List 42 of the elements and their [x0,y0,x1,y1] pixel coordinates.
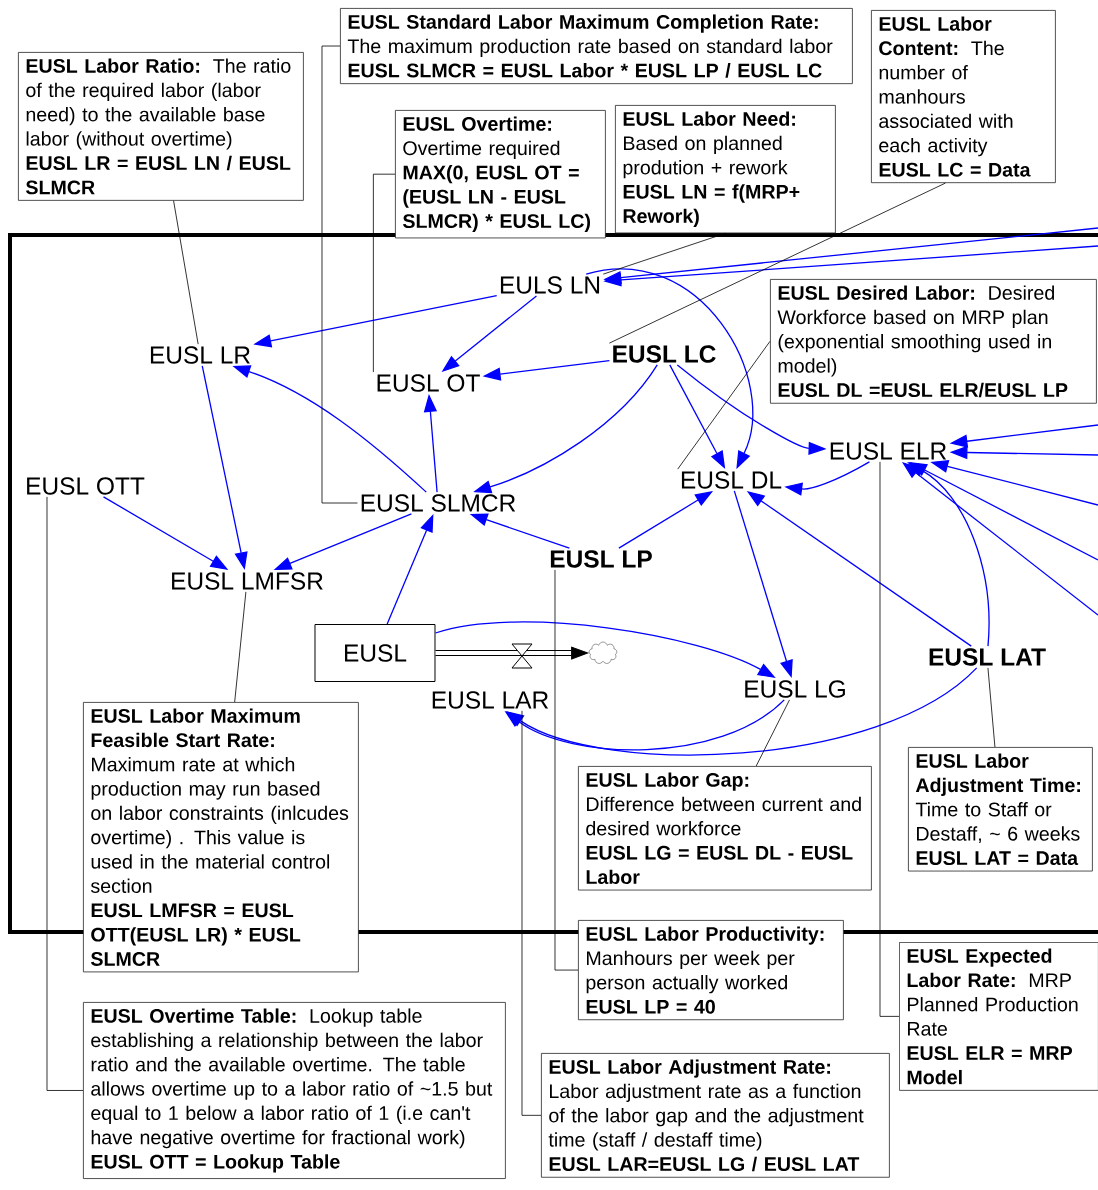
leader-line [173,200,199,345]
leader-line [46,496,84,1091]
annotation-box: EUSL Labor Ratio: The ratio of the required labor (labor need) to the available base labor (without overtime) EUSL LR = EUSL LN / EUSL SLMCR [18,52,304,201]
flow-pipe [435,646,589,660]
cloud-symbol [588,641,618,664]
variable-label: EUSL LC [613,345,716,363]
annotation-box: EUSL Overtime: Overtime required MAX(0, EUSL OT = (EUSL LN - EUSL SLMCR) * EUSL LC) [395,110,606,239]
variable-label: EUSL OT [377,374,480,392]
leader-line [234,591,247,703]
variable-label: EUSL ELR [830,442,947,460]
annotation-box: EUSL Labor Adjustment Rate: Labor adjustment rate as a function of the labor gap and the adjustment time (staff / destaff time) EUSL LAR=EUSL LG / EUSL LAT [541,1053,890,1178]
annotation-box: EUSL Desired Labor: Desired Workforce based on MRP plan (exponential smoothing used in model) EUSL DL =EUSL ELR/EUSL LP [770,279,1097,404]
variable-label: EUSL LAR [432,691,549,709]
annotation-box: EUSL Labor Maximum Feasible Start Rate: Maximum rate at which production may run based on labor constraints (inlcudes overtime) . This value is used in the material control section EUSL LMFSR = EUSL OTT(EUSL LR) * EUSL SLMCR [83,702,359,973]
leader-line [521,710,542,1116]
variable-label: EUSL LP [550,550,652,568]
variable-label: EUSL LAT [929,648,1046,666]
annotation-box: EUSL Labor Productivity: Manhours per week per person actually worked EUSL LP = 40 [578,920,844,1021]
annotation-box: EUSL Expected Labor Rate: MRP Planned Production Rate EUSL ELR = MRP Model [899,942,1098,1091]
leader-line [321,45,358,504]
variable-label: EUSL SLMCR [361,494,516,512]
variable-label: EUSL LMFSR [172,572,323,590]
leader-line [987,667,996,748]
leader-line [602,232,726,275]
stock-box: EUSL [314,624,436,682]
variable-label: EUSL LR [150,346,250,364]
annotation-box: EUSL Labor Content: The number of manhours associated with each activity EUSL LC = Data [871,10,1056,184]
leader-line [677,340,771,470]
annotation-box: EUSL Standard Labor Maximum Completion Rate: The maximum production rate based on standard labor EUSL SLMCR = EUSL Labor * EUSL LP / EUSL LC [340,8,853,85]
leader-line [755,699,790,767]
annotation-box: EUSL Labor Adjustment Time: Time to Staff or Destaff, ~ 6 weeks EUSL LAT = Data [908,747,1093,872]
leader-line [372,173,396,373]
annotation-box: EUSL Labor Need: Based on planned prodution + rework EUSL LN = f(MRP+ Rework) [615,105,836,234]
variable-label: EUSL LG [745,680,845,698]
annotation-box: EUSL Overtime Table: Lookup table establishing a relationship between the labor ratio and the available overtime. The table allows overtime up to a labor ratio of ~1.5 but equal to 1 below a labor ratio of 1 (i.e can't have negative overtime for fractional work) EUSL OTT = Lookup Table [83,1002,506,1179]
variable-label: EULS LN [500,276,600,294]
leader-line [609,182,946,344]
variable-label: EUSL DL [681,471,782,489]
annotation-box: EUSL Labor Gap: Difference between current and desired workforce EUSL LG = EUSL DL - EUSL Labor [578,766,872,891]
variable-label: EUSL OTT [27,477,145,495]
leader-line [879,461,900,1017]
leader-line [554,569,579,971]
